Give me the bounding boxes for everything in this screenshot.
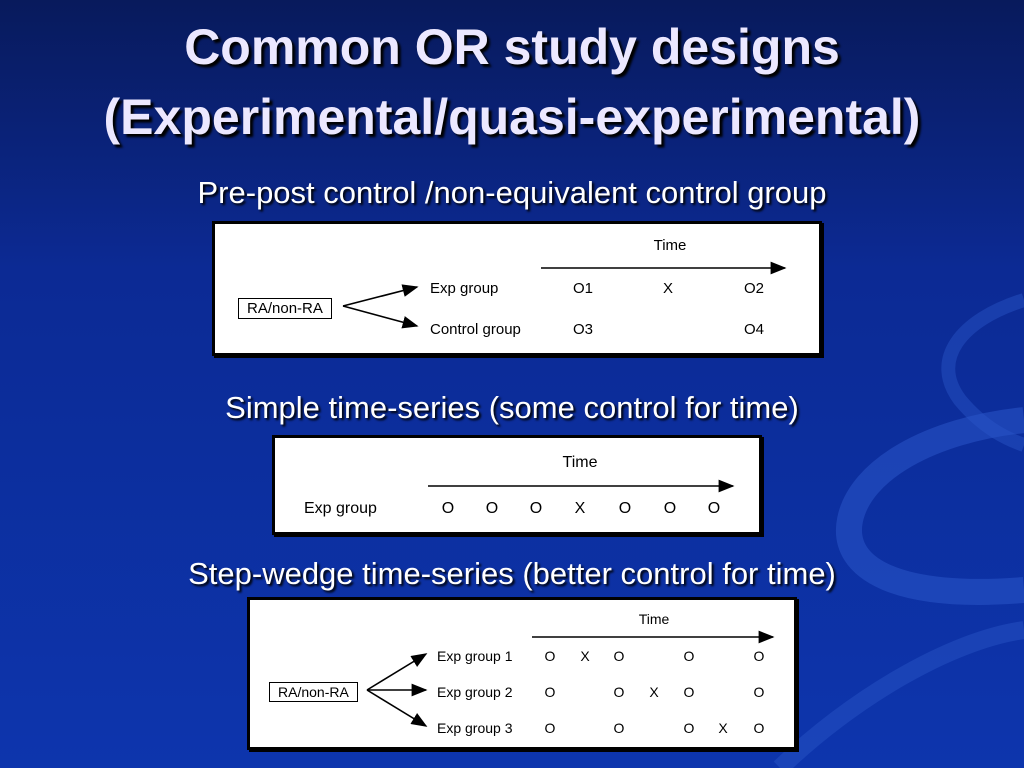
design3-cell: O — [753, 684, 765, 700]
design3-panel: Time RA/non-RA Exp group 1 Exp group 2 E… — [247, 597, 797, 750]
design3-cell: X — [649, 684, 659, 700]
design3-cell: X — [718, 720, 728, 736]
design1-branch-arrow-control — [342, 305, 419, 329]
design3-assignment-box: RA/non-RA — [269, 682, 358, 702]
design3-heading: Step-wedge time-series (better control f… — [188, 556, 836, 591]
design2-cell: X — [574, 500, 586, 517]
design2-cell: O — [618, 500, 632, 517]
design3-cell: O — [753, 648, 765, 664]
design3-group-2: Exp group 2 — [437, 684, 513, 700]
design1-time-label: Time — [653, 237, 687, 254]
design2-cell: O — [441, 500, 455, 517]
design2-arrows — [428, 479, 735, 493]
design3-cell: O — [753, 720, 765, 736]
design1-branch-arrow-exp — [342, 284, 419, 307]
design3-group-3: Exp group 3 — [437, 720, 513, 736]
design3-cell: X — [580, 648, 590, 664]
slide-title-line-1: Common OR study designs — [184, 19, 840, 75]
design1-heading: Pre-post control /non-equivalent control… — [197, 175, 827, 210]
design3-time-label: Time — [638, 611, 670, 627]
design2-cell: O — [529, 500, 543, 517]
design1-group-control: Control group — [430, 321, 521, 338]
design3-cell: O — [544, 684, 556, 700]
design2-panel: Time Exp group O O O X O O O — [272, 435, 762, 535]
design3-branch-arrow-3 — [366, 689, 428, 727]
design3-cell: O — [683, 720, 695, 736]
design3-cell: O — [613, 684, 625, 700]
design2-cell: O — [707, 500, 721, 517]
design2-cell: O — [485, 500, 499, 517]
design3-arrows — [366, 630, 775, 727]
design1-cell: O1 — [572, 280, 594, 297]
design3-cell: O — [683, 684, 695, 700]
design3-cell: O — [613, 648, 625, 664]
design3-cell: O — [544, 720, 556, 736]
design1-assignment-box: RA/non-RA — [238, 298, 332, 319]
slide-title-line-2: (Experimental/quasi-experimental) — [103, 89, 921, 145]
design1-cell: O3 — [572, 321, 594, 338]
design1-cell: O4 — [743, 321, 765, 338]
design3-branch-arrow-1 — [366, 653, 428, 691]
design2-heading: Simple time-series (some control for tim… — [225, 390, 799, 425]
design3-group-1: Exp group 1 — [437, 648, 513, 664]
design2-group-exp: Exp group — [304, 500, 377, 517]
design1-group-exp: Exp group — [430, 280, 499, 297]
design1-arrows — [342, 261, 787, 329]
design1-cell: O2 — [743, 280, 765, 297]
design3-cell: O — [544, 648, 556, 664]
design2-cell: O — [663, 500, 677, 517]
design2-time-label: Time — [562, 454, 598, 471]
design3-cell: O — [613, 720, 625, 736]
design1-cell: X — [662, 280, 674, 297]
design3-cell: O — [683, 648, 695, 664]
design1-panel: Time RA/non-RA Exp group Control group O… — [212, 221, 822, 356]
